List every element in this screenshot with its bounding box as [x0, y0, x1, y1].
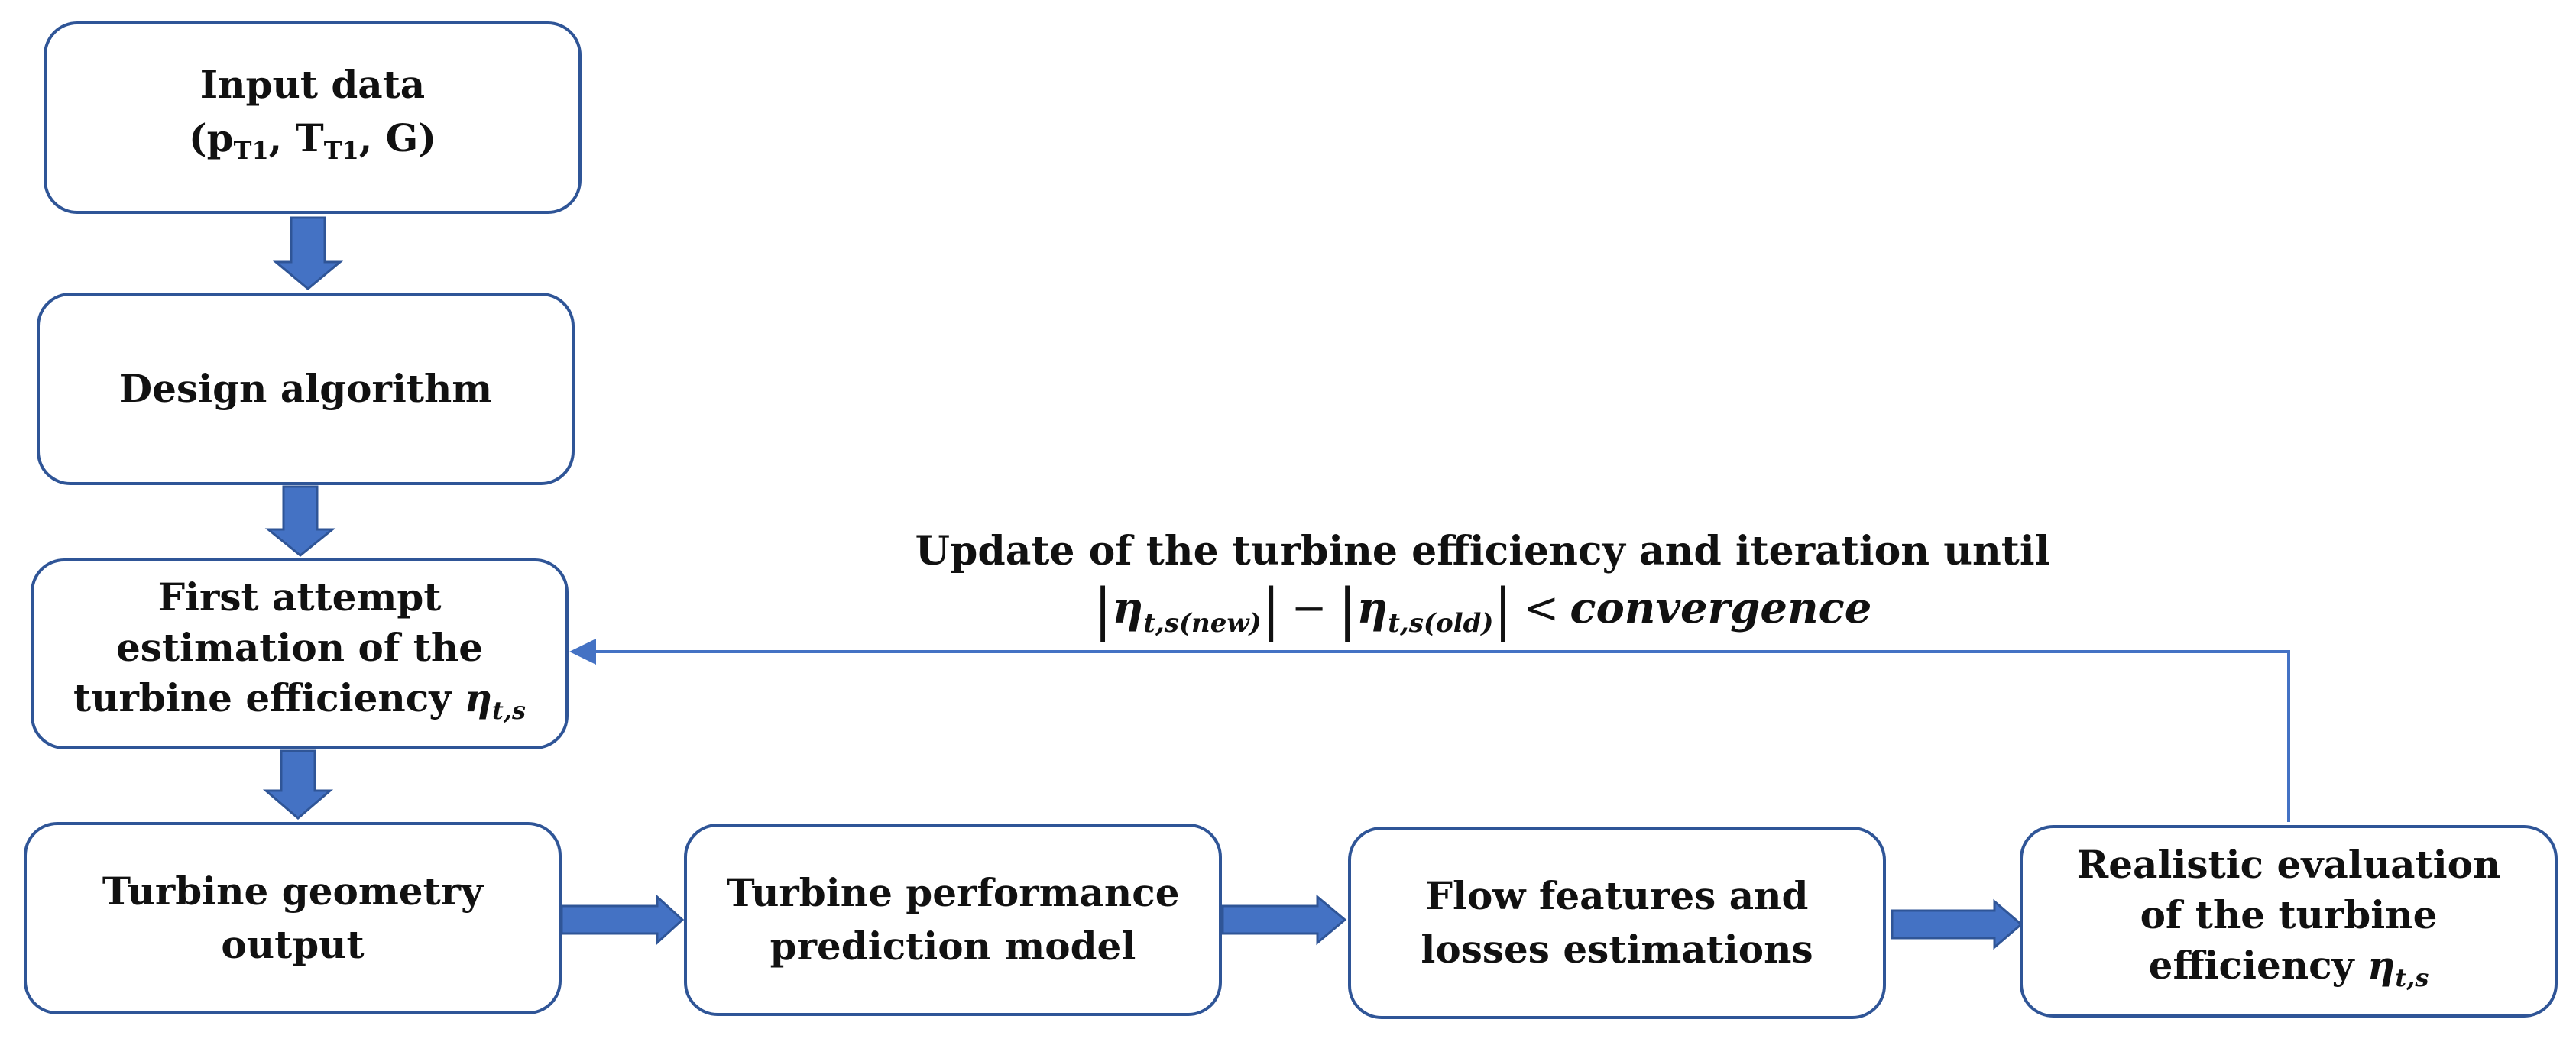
input-close-text: , G)	[358, 115, 436, 160]
performance-model-line1: Turbine performance	[726, 870, 1180, 915]
first-attempt-line2: estimation of the	[115, 625, 484, 670]
eta-symbol: η	[2367, 943, 2396, 988]
first-attempt-line1: First attempt	[157, 574, 442, 620]
turbine-geometry-line2: output	[221, 922, 365, 967]
less-than-operator: <	[1523, 584, 1560, 633]
input-open-text: (p	[189, 115, 234, 160]
realistic-evaluation-line3-text: efficiency	[2148, 943, 2354, 988]
feedback-loop-line	[592, 650, 2290, 822]
realistic-evaluation-line3: efficiency ηt,s	[2149, 940, 2429, 1003]
arrow-geometry-to-performance	[560, 894, 685, 946]
first-attempt-box: First attempt estimation of the turbine …	[31, 558, 569, 749]
feedback-text: Update of the turbine efficiency and ite…	[915, 528, 2050, 574]
arrow-design-to-first-attempt	[264, 485, 336, 557]
first-attempt-line3-text: turbine efficiency	[73, 675, 452, 720]
minus-operator: −	[1291, 584, 1327, 633]
realistic-evaluation-line1: Realistic evaluation	[2076, 842, 2501, 887]
abs-bar-close-new: |	[1261, 577, 1281, 642]
abs-bar-open-old: |	[1337, 577, 1357, 642]
realistic-evaluation-line2: of the turbine	[2140, 892, 2438, 937]
design-algorithm-box: Design algorithm	[37, 293, 575, 485]
abs-bar-close-old: |	[1493, 577, 1513, 642]
eta-new-subscript: t,s(new)	[1143, 608, 1262, 639]
arrow-input-to-design	[272, 216, 344, 290]
feedback-label: Update of the turbine efficiency and ite…	[856, 523, 2109, 652]
design-algorithm-label: Design algorithm	[118, 366, 493, 411]
arrow-flow-to-realistic	[1891, 898, 2024, 950]
input-data-variables: (pT1, TT1, G)	[189, 112, 436, 177]
first-attempt-line3: turbine efficiency ηt,s	[73, 673, 526, 736]
input-mid-text: , T	[268, 115, 324, 160]
performance-model-line2: prediction model	[770, 924, 1136, 969]
realistic-evaluation-box: Realistic evaluation of the turbine effi…	[2020, 825, 2558, 1018]
input-sub-1: T1	[233, 136, 269, 165]
input-data-title: Input data	[199, 62, 426, 107]
eta-new-symbol: η	[1112, 583, 1144, 633]
convergence-formula: |ηt,s(new)|−|ηt,s(old)|<convergence	[856, 580, 2109, 652]
input-sub-2: T1	[323, 136, 359, 165]
flow-features-box: Flow features and losses estimations	[1348, 827, 1886, 1019]
turbine-geometry-line1: Turbine geometry	[102, 869, 484, 914]
arrow-performance-to-flow	[1221, 894, 1347, 946]
eta-subscript: t,s	[2395, 963, 2429, 992]
performance-model-box: Turbine performance prediction model	[684, 824, 1222, 1016]
eta-symbol: η	[464, 675, 493, 720]
turbine-geometry-box: Turbine geometry output	[24, 822, 562, 1014]
flow-features-line2: losses estimations	[1421, 927, 1813, 972]
feedback-arrowhead	[569, 639, 596, 665]
eta-old-symbol: η	[1356, 583, 1388, 633]
eta-subscript: t,s	[492, 696, 526, 725]
input-data-box: Input data (pT1, TT1, G)	[44, 21, 582, 214]
abs-bar-open-new: |	[1093, 577, 1113, 642]
convergence-term: convergence	[1570, 583, 1872, 633]
flow-features-line1: Flow features and	[1425, 873, 1809, 918]
arrow-first-attempt-to-geometry	[262, 749, 334, 820]
eta-old-subscript: t,s(old)	[1388, 608, 1494, 639]
